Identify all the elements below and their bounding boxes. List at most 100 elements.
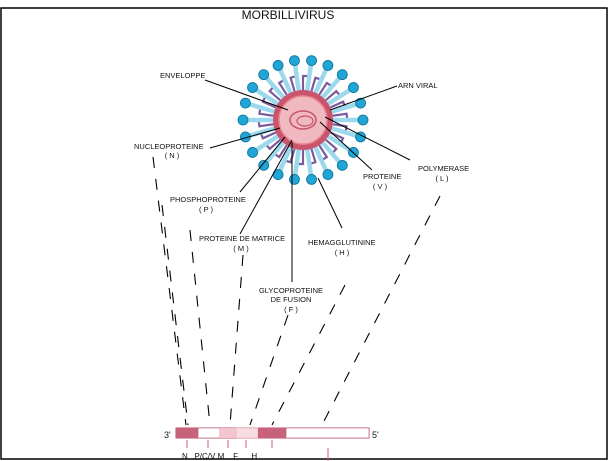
- fusion-protein-spike: [332, 123, 348, 132]
- genome-5-prime: 5': [372, 430, 379, 440]
- fusion-protein-spike: [310, 76, 321, 92]
- fusion-protein-spike: [285, 148, 296, 164]
- gene-h: [258, 428, 286, 438]
- fusion-protein-spike: [301, 74, 308, 90]
- genome-3-prime: 3': [164, 430, 171, 440]
- hemagglutinin-spike: [324, 132, 353, 153]
- spike-head: [258, 159, 270, 171]
- hemagglutinin-spike: [312, 66, 329, 97]
- fusion-protein-spike: [298, 150, 305, 166]
- arn-viral-label: ARN VIRAL: [398, 81, 438, 90]
- hemagglutinin-spike: [304, 145, 314, 178]
- enveloppe-leader: [204, 79, 289, 111]
- polymerase-leader: [324, 116, 411, 161]
- gene-f: [235, 427, 259, 439]
- matrice-leader: [239, 139, 293, 235]
- fusion-protein-spike: [259, 131, 277, 140]
- enveloppe-label: ENVELOPPE: [160, 71, 205, 80]
- arn-leader: [329, 85, 398, 111]
- fusion-protein-spike: [265, 138, 282, 151]
- nucleoproteine-label: NUCLEOPROTEINE: [134, 142, 204, 151]
- phosphoproteine-label: PHOSPHOPROTEINE: [170, 195, 246, 204]
- gene-ticks: [186, 440, 329, 461]
- spike-head: [336, 69, 348, 81]
- hemagglutinine-abbr: ( H ): [335, 248, 350, 257]
- glyco-label-line2: DE FUSION: [271, 295, 312, 304]
- spike-head: [322, 60, 334, 71]
- hemagglutinine-label: HEMAGGLUTININE: [308, 238, 376, 247]
- fusion-protein-spike: [277, 79, 288, 96]
- spike-head: [247, 147, 258, 158]
- spike-head: [240, 97, 251, 109]
- proteine-v-abbr: ( V ): [373, 182, 388, 191]
- spike-head: [355, 97, 366, 109]
- projection-n: [152, 156, 187, 426]
- hemagglutinine-leader: [317, 177, 343, 229]
- rna-coil-inner: [296, 115, 314, 127]
- gene-m: [220, 428, 236, 438]
- spike-head: [336, 159, 348, 171]
- projection-p-right: [189, 229, 211, 426]
- polymerase-abbr: ( L ): [435, 174, 449, 183]
- spike-head: [306, 55, 317, 67]
- phosphoproteine-leader: [239, 136, 286, 193]
- leader-lines: [204, 79, 411, 282]
- spike-head: [258, 69, 270, 81]
- nucleoproteine-abbr: ( N ): [165, 151, 180, 160]
- virion-core: [278, 95, 328, 145]
- hemagglutinin-spike: [247, 101, 279, 115]
- hemagglutinin-spike: [324, 87, 353, 108]
- spike-head: [322, 169, 334, 180]
- virion: [237, 55, 369, 185]
- glyco-label-line1: GLYCOPROTEINE: [259, 286, 323, 295]
- fusion-protein-spike: [318, 81, 332, 96]
- hemagglutinin-spike: [319, 138, 342, 165]
- matrice-abbr: ( M ): [233, 244, 249, 253]
- fusion-protein-spike: [258, 108, 274, 117]
- rna-coil: [289, 110, 317, 130]
- hemagglutinin-spike: [277, 143, 294, 174]
- spike-head: [306, 173, 317, 185]
- figure-title: MORBILLIVIRUS: [242, 8, 335, 22]
- spike-head: [289, 55, 300, 67]
- hemagglutinin-spike: [327, 125, 359, 139]
- hemagglutinin-spike: [253, 132, 282, 153]
- figure-frame: [0, 7, 608, 460]
- label-group: ENVELOPPE ARN VIRAL NUCLEOPROTEINE ( N )…: [134, 71, 469, 314]
- fusion-protein-spike: [310, 148, 317, 165]
- spike-head: [247, 82, 258, 93]
- glyco-abbr: ( F ): [284, 305, 298, 314]
- projection-f: [249, 314, 289, 426]
- hemagglutinin-spike: [253, 87, 282, 108]
- fusion-protein-spike: [268, 86, 282, 102]
- hemagglutinin-spike: [292, 145, 302, 178]
- spike-head: [289, 173, 300, 185]
- projection-m: [229, 254, 244, 426]
- projection-p-left: [161, 204, 189, 426]
- spike-head: [272, 60, 284, 71]
- hemagglutinin-spike: [247, 125, 279, 139]
- fusion-protein-spike: [324, 138, 338, 154]
- hemagglutinin-spike: [277, 66, 294, 97]
- nucleoproteine-leader: [209, 127, 281, 149]
- genome-map: 3' 5' N P/C/V M F H: [164, 427, 379, 461]
- spike-head: [237, 114, 249, 126]
- hemagglutinin-spike: [327, 101, 359, 115]
- fusion-protein-spike: [257, 121, 274, 128]
- gene-pcv: [197, 427, 221, 439]
- genome-gene-letters: N P/C/V M F H: [182, 452, 257, 461]
- spike-head: [348, 82, 359, 93]
- hemagglutinin-spike: [312, 143, 329, 174]
- hemagglutinin-spike: [319, 75, 342, 102]
- hemagglutinin-spike: [292, 62, 302, 95]
- fusion-protein-spike: [332, 112, 349, 119]
- polymerase-label: POLYMERASE: [418, 164, 469, 173]
- proteine-v-label: PROTEINE: [363, 172, 401, 181]
- projection-h: [271, 284, 346, 426]
- fusion-protein-spike: [289, 75, 296, 92]
- hemagglutinin-spike: [264, 75, 287, 102]
- fusion-protein-spike: [324, 89, 341, 102]
- fusion-protein-spike: [261, 96, 277, 109]
